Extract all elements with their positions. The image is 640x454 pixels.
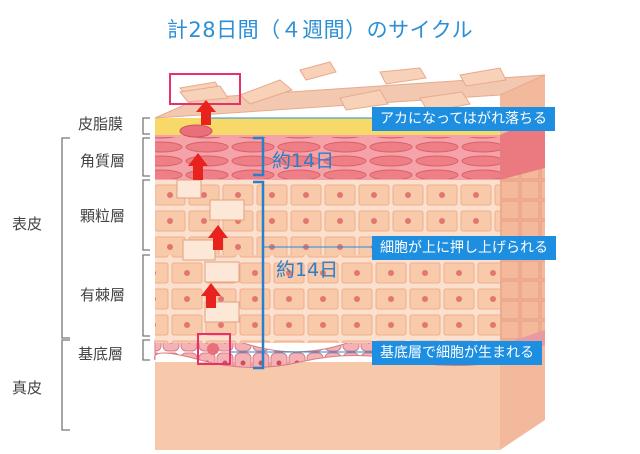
annotation-shed: アカになってはがれ落ちる (372, 107, 556, 131)
label-epidermis: 表皮 (12, 215, 43, 233)
annotation-pushed-up: 細胞が上に押し上げられる (372, 236, 556, 260)
moving-cell-3 (182, 239, 216, 261)
page-title: 計28日間（４週間）のサイクル (166, 18, 474, 42)
arrow-icon (208, 225, 228, 250)
annotation-born: 基底層で細胞が生まれる (372, 341, 542, 365)
left-brackets (61, 117, 150, 431)
duration-brackets (253, 136, 265, 370)
label-stratum-corneum: 角質層 (80, 152, 126, 170)
moving-cell-1 (176, 179, 202, 199)
duration-upper: 約14日 (272, 150, 335, 172)
pointer-lines (210, 117, 372, 353)
arrow-icon (188, 153, 208, 180)
shed-corneum-cell (179, 124, 213, 138)
label-dermis: 真皮 (12, 379, 43, 397)
born-cell-box (197, 333, 231, 365)
duration-lower: 約14日 (276, 259, 339, 281)
arrow-icon (201, 283, 221, 308)
label-stratum-spinosum: 有棘層 (80, 286, 126, 304)
label-stratum-basale: 基底層 (78, 345, 124, 363)
label-stratum-granulosum: 顆粒層 (80, 207, 126, 225)
arrow-icon (196, 100, 216, 125)
moving-cell-2 (209, 199, 245, 221)
dermis-layer (155, 362, 500, 450)
moving-cell-4 (204, 261, 240, 283)
label-sebum-film: 皮脂膜 (78, 115, 124, 133)
upward-arrows (188, 100, 228, 308)
